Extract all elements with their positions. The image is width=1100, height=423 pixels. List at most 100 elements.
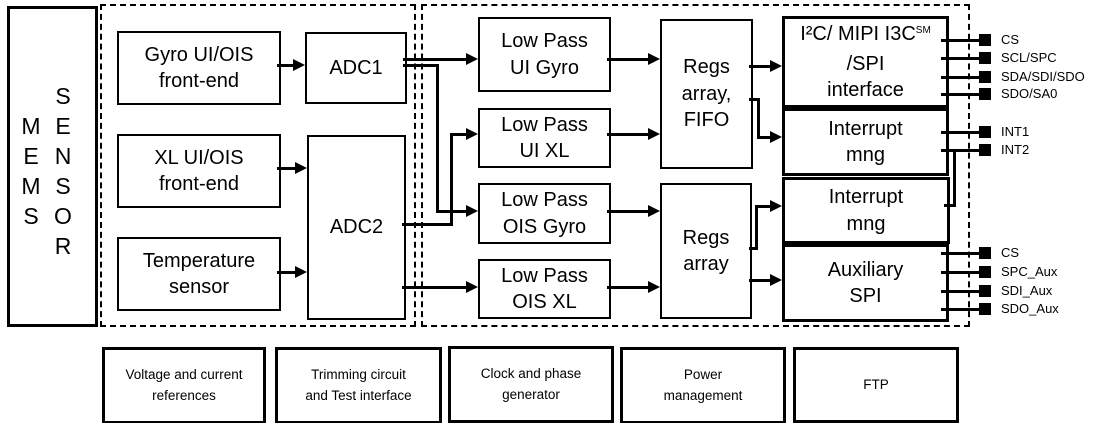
block-trimming-test: Trimming circuit and Test interface [275,347,442,423]
pin-label-cs: CS [1001,32,1020,47]
pin-label-spc-aux: SPC_Aux [1001,264,1058,279]
pin-label-sdo-aux: SDO_Aux [1001,301,1059,316]
connector-line [403,58,468,61]
mems-letter: M [21,113,41,139]
arrowhead [466,281,478,293]
pin-line [941,93,983,96]
connector-line [749,65,772,68]
block-label: Gyro UI/OIS front-end [144,43,254,92]
sensor-letter: R [54,233,72,259]
sensor-letter: N [54,143,72,169]
pin-pad [979,71,991,83]
connector-line [607,58,650,61]
block-label: ADC1 [329,56,383,79]
pin-label-sda-sdi-sdo: SDA/SDI/SDO [1001,69,1085,84]
analog-front-end-dashed-frame [100,4,416,327]
connector-line [757,136,772,139]
arrowhead [295,162,307,174]
block-label: Regs array, FIFO [681,56,732,132]
connector-line [277,271,297,274]
connector-line [944,204,956,207]
block-label: Interrupt mng [828,186,904,235]
pin-line [941,131,983,134]
arrowhead [466,205,478,217]
block-power-management: Power management [620,347,786,423]
connector-line [403,64,439,67]
connector-line [402,286,468,289]
block-label: XL UI/OIS front-end [154,146,244,195]
connector-line [450,133,468,136]
mems-letters-col1: M E M S [18,111,44,231]
block-temperature-sensor: Temperature sensor [117,237,281,311]
block-label: Trimming circuit and Test interface [305,367,412,403]
block-label: Interrupt mng [828,117,903,166]
arrowhead [293,59,305,71]
block-label: Low Pass OIS XL [501,264,588,313]
pin-pad [979,88,991,100]
block-label: Auxiliary SPI [827,258,904,307]
connector-line [402,223,453,226]
arrowhead [466,53,478,65]
block-adc1: ADC1 [305,32,407,104]
mems-letter: M [21,173,41,199]
mems-sensor-box [7,6,98,327]
servicemark-superscript: SM [915,25,931,36]
pin-label-int2: INT2 [1001,142,1030,157]
block-voltage-current-references: Voltage and current references [102,347,266,423]
connector-line [749,98,760,101]
pin-line [941,271,983,274]
pin-line [941,57,983,60]
block-clock-phase-generator: Clock and phase generator [448,346,614,423]
connector-line [755,205,772,208]
block-interrupt-mng-1: Interrupt mng [782,108,949,176]
sensor-letter: E [55,113,71,139]
block-auxiliary-spi: Auxiliary SPI [782,244,949,322]
pin-line [941,149,983,152]
arrowhead [466,128,478,140]
arrowhead [295,266,307,278]
pin-line [941,76,983,79]
pin-label-int1: INT1 [1001,124,1030,139]
pin-label-sdo-sa0: SDO/SA0 [1001,86,1058,101]
block-xl-frontend: XL UI/OIS front-end [117,134,281,208]
block-lowpass-ui-gyro: Low Pass UI Gyro [478,17,611,92]
arrowhead [648,205,660,217]
pin-line [941,290,983,293]
mems-letter: E [23,143,39,169]
connector-line [607,286,650,289]
arrowhead [648,128,660,140]
connector-line [436,64,439,213]
sensor-letter: S [55,173,71,199]
arrowhead [770,131,782,143]
pin-pad [979,34,991,46]
connector-line [607,210,650,213]
arrowhead [648,281,660,293]
block-label: Low Pass OIS Gyro [501,189,588,238]
connector-line [450,133,453,226]
block-ftp: FTP [793,347,959,423]
connector-line [277,64,295,67]
serial-if-line1: I²C/ MIPI I3C [800,23,916,45]
pin-pad [979,126,991,138]
connector-line [757,98,760,139]
block-label: Low Pass UI Gyro [501,30,588,79]
digital-dashed-frame [421,4,970,327]
block-label: I²C/ MIPI I3CSM /SPI interface [800,21,931,103]
block-lowpass-ui-xl: Low Pass UI XL [478,108,611,168]
block-regs-array: Regs array [660,183,752,319]
serial-if-line2: /SPI [846,53,885,75]
block-interrupt-mng-2: Interrupt mng [782,177,950,244]
block-label: Clock and phase generator [480,366,582,402]
block-adc2: ADC2 [307,135,406,320]
arrowhead [770,60,782,72]
connector-line [749,279,772,282]
connector-line [755,205,758,250]
block-gyro-frontend: Gyro UI/OIS front-end [117,31,281,105]
pin-pad [979,247,991,259]
pin-pad [979,144,991,156]
block-label: Regs array [682,226,730,275]
mems-letter: S [23,203,39,229]
arrowhead [648,53,660,65]
sensor-letter: O [54,203,72,229]
pin-line [941,308,983,311]
